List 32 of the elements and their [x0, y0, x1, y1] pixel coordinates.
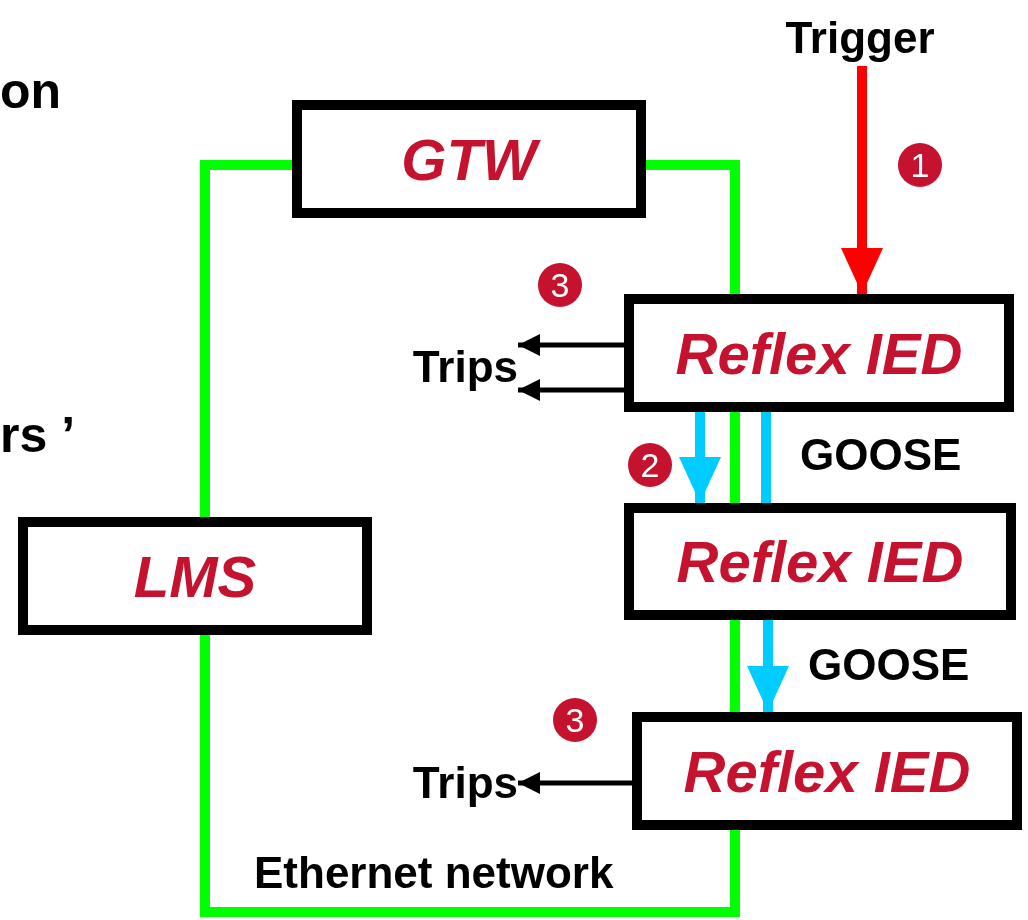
device-name: LMS — [133, 542, 257, 610]
device-name: Reflex IED — [683, 737, 971, 805]
node-label: Trips — [412, 758, 518, 808]
text-fragment: on — [0, 62, 62, 120]
device-box — [632, 712, 1022, 830]
arrow — [518, 772, 632, 794]
device-box — [292, 100, 646, 218]
arrow — [679, 412, 721, 503]
edge-label: GOOSE — [808, 640, 970, 690]
device-name: Reflex IED — [676, 528, 964, 595]
edge-label: GOOSE — [800, 430, 962, 480]
network-line — [646, 160, 740, 294]
text-fragment: rs ’ — [0, 406, 76, 464]
arrow — [518, 379, 624, 401]
network-line — [200, 160, 292, 517]
node-label: Trips — [412, 342, 518, 392]
network-label: Ethernet network — [254, 848, 614, 898]
callout-number: 2 — [628, 443, 672, 487]
callout-number: 3 — [538, 263, 582, 307]
arrow — [518, 334, 624, 356]
network-line — [200, 635, 740, 917]
callout-number: 1 — [898, 143, 942, 187]
arrow — [841, 66, 883, 294]
device-box — [624, 294, 1014, 412]
node-label: Trigger — [785, 13, 935, 63]
arrow — [747, 620, 789, 712]
callout-number: 3 — [553, 698, 597, 742]
device-box — [624, 503, 1016, 620]
network-line — [730, 620, 740, 712]
network-line — [730, 412, 740, 503]
device-name: Reflex IED — [675, 319, 963, 387]
device-box — [18, 517, 372, 635]
